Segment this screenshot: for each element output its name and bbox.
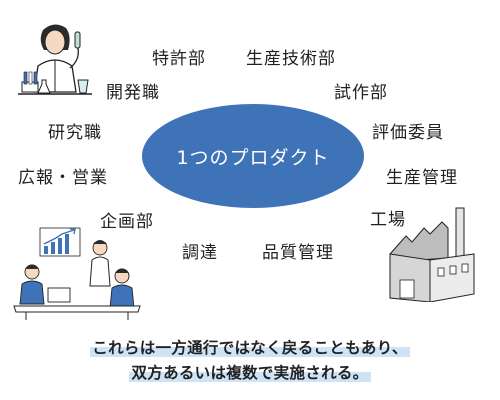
dept-development: 開発職 [106, 83, 160, 103]
dept-pr-sales: 広報・営業 [18, 168, 108, 188]
caption-line-2-text: 双方あるいは複数で実施される。 [129, 364, 371, 382]
caption-line-2: 双方あるいは複数で実施される。 [0, 361, 500, 383]
dept-evaluation: 評価委員 [372, 123, 444, 143]
meeting-icon [13, 227, 141, 320]
dept-factory: 工場 [370, 210, 406, 230]
dept-prototype: 試作部 [334, 83, 388, 103]
dept-procurement: 調達 [182, 243, 218, 263]
factory-icon [389, 207, 475, 302]
dept-production-engineering: 生産技術部 [246, 49, 336, 69]
caption-line-1: これらは一方通行ではなく戻ることもあり、 [0, 336, 500, 358]
dept-production-management: 生産管理 [386, 168, 458, 188]
dept-planning: 企画部 [100, 212, 154, 232]
product-label: 1つのプロダクト [176, 146, 330, 169]
caption-line-1-text: これらは一方通行ではなく戻ることもあり、 [90, 339, 410, 357]
dept-quality: 品質管理 [262, 243, 334, 263]
dept-patent: 特許部 [152, 49, 206, 69]
scientist-icon [18, 24, 92, 95]
dept-research: 研究職 [48, 123, 102, 143]
product-ellipse: 1つのプロダクト [142, 104, 364, 208]
